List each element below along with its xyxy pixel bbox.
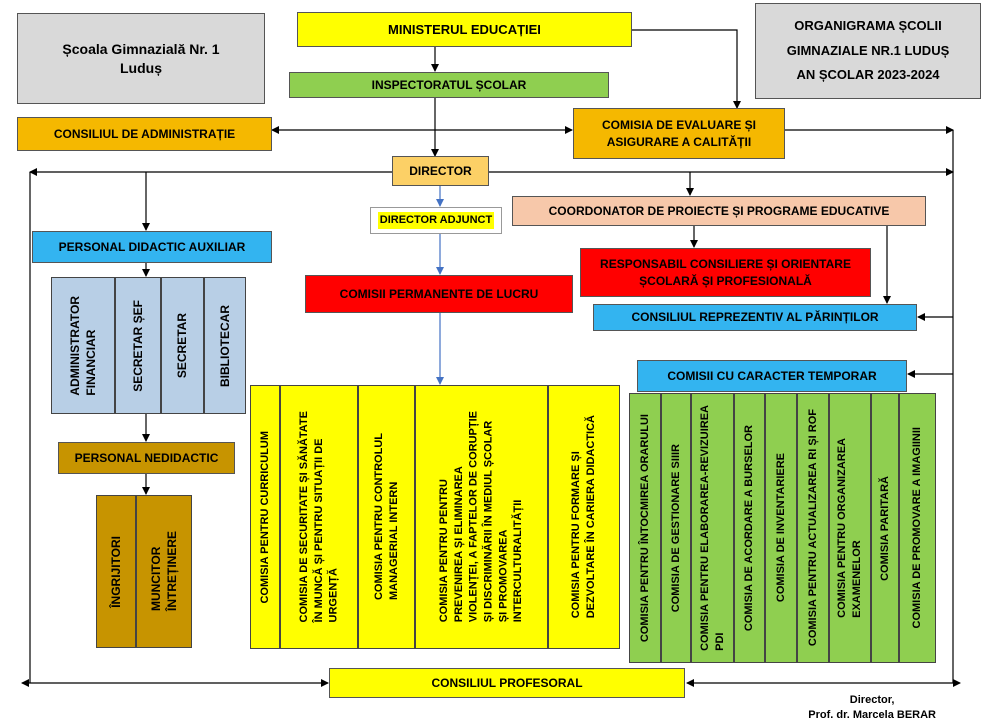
responsabil-line2: ȘCOLARĂ ȘI PROFESIONALĂ [639, 273, 812, 288]
auxiliar-column-label: SECRETAR [175, 312, 190, 379]
temporar-column-label: COMISIA PENTRU ORGANIZAREA EXAMENELOR [836, 438, 863, 618]
director-signature: Director, Prof. dr. Marcela BERAR [808, 693, 936, 724]
temporar-column: COMISIA DE PROMOVARE A IMAGIINII [899, 393, 936, 663]
permanente-column: COMISIA PENTRU CURRICULUM [250, 385, 280, 649]
auxiliar-column: SECRETAR [161, 277, 204, 414]
coordonator-proiecte-box: COORDONATOR DE PROIECTE ȘI PROGRAME EDUC… [512, 196, 926, 226]
nedidactic-column-label: ÎNGRIJITORI [108, 535, 123, 608]
nedidactic-column: ÎNGRIJITORI [96, 495, 136, 648]
chart-title-box: ORGANIGRAMA ȘCOLII GIMNAZIALE NR.1 LUDUȘ… [755, 3, 981, 99]
inspectoratul-label: INSPECTORATUL ȘCOLAR [371, 77, 527, 92]
temporar-columns: COMISIA PENTRU ÎNTOCMIREA ORARULUI COMIS… [629, 393, 936, 663]
permanente-column-label: COMISIA PENTRU PENTRU PREVENIREA ȘI ELIM… [437, 411, 525, 623]
temporar-column: COMISIA PENTRU ACTUALIZAREA RI ȘI ROF [797, 393, 829, 663]
school-name-box: Școala Gimnazială Nr. 1 Luduș [17, 13, 265, 104]
consiliul-administratie-label: CONSILIUL DE ADMINISTRAȚIE [53, 126, 236, 141]
comisii-permanente-label: COMISII PERMANENTE DE LUCRU [339, 286, 539, 301]
school-name-line1: Școala Gimnazială Nr. 1 [62, 40, 220, 57]
temporar-column-label: COMISIA PENTRU ELABORAREA-REVIZUIREA PDI [698, 405, 726, 651]
permanente-column: COMISIA PENTRU FORMARE ȘI DEZVOLTARE ÎN … [548, 385, 620, 649]
temporar-column-label: COMISIA PENTRU ÎNTOCMIREA ORARULUI [638, 413, 651, 643]
temporar-column-label: COMISIA DE GESTIONARE SIIIR [669, 443, 682, 613]
auxiliar-column-label: BIBLIOTECAR [217, 304, 232, 387]
title-line1: ORGANIGRAMA ȘCOLII [794, 17, 942, 33]
consiliul-parinti-box: CONSILIUL REPREZENTIV AL PĂRINȚILOR [593, 304, 917, 331]
temporar-column: COMISIA DE GESTIONARE SIIIR [661, 393, 691, 663]
temporar-column: COMISIA PENTRU ELABORAREA-REVIZUIREA PDI [691, 393, 734, 663]
comisia-evaluare-line1: COMISIA DE EVALUARE ȘI [601, 118, 756, 133]
temporar-column-label: COMISIA PENTRU ACTUALIZAREA RI ȘI ROF [806, 409, 819, 647]
permanente-column-label: COMISIA PENTRU CURRICULUM [258, 430, 271, 604]
director-label: DIRECTOR [409, 163, 472, 178]
temporar-column: COMISIA PARITARĂ [871, 393, 899, 663]
temporar-column: COMISIA DE ACORDARE A BURSELOR [734, 393, 765, 663]
permanente-column: COMISIA DE SECURITATE ȘI SĂNĂTATE ÎN MUN… [280, 385, 358, 649]
nedidactic-columns: ÎNGRIJITORI MUNCITOR ÎNTREȚINERE [96, 495, 192, 648]
inspectoratul-scolar-box: INSPECTORATUL ȘCOLAR [289, 72, 609, 98]
temporar-column: COMISIA PENTRU ORGANIZAREA EXAMENELOR [829, 393, 871, 663]
auxiliar-column: SECRETAR ȘEF [115, 277, 161, 414]
signature-line2: Prof. dr. Marcela BERAR [808, 709, 936, 722]
consiliul-profesoral-label: CONSILIUL PROFESORAL [431, 675, 583, 690]
consiliul-parinti-label: CONSILIUL REPREZENTIV AL PĂRINȚILOR [631, 310, 879, 325]
signature-line1: Director, [849, 694, 895, 706]
permanente-column-label: COMISIA DE SECURITATE ȘI SĂNĂTATE ÎN MUN… [297, 411, 340, 623]
personal-didactic-auxiliar-label: PERSONAL DIDACTIC AUXILIAR [58, 239, 246, 254]
coordonator-label: COORDONATOR DE PROIECTE ȘI PROGRAME EDUC… [548, 203, 890, 218]
director-box: DIRECTOR [392, 156, 489, 186]
auxiliar-column-label: SECRETAR ȘEF [130, 299, 145, 392]
temporar-column: COMISIA DE INVENTARIERE [765, 393, 797, 663]
permanente-column: COMISIA PENTRU PENTRU PREVENIREA ȘI ELIM… [415, 385, 548, 649]
auxiliar-columns: ADMINISTRATOR FINANCIAR SECRETAR ȘEF SEC… [51, 277, 246, 414]
ministerul-label: MINISTERUL EDUCAȚIEI [388, 21, 541, 37]
permanente-column-label: COMISIA PENTRU CONTROLUL MANAGERIAL INTE… [372, 433, 400, 601]
responsabil-consiliere-box: RESPONSABIL CONSILIERE ȘI ORIENTARE ȘCOL… [580, 248, 871, 297]
director-adjunct-label: DIRECTOR ADJUNCT [377, 212, 495, 229]
auxiliar-column: ADMINISTRATOR FINANCIAR [51, 277, 115, 414]
temporar-column-label: COMISIA DE ACORDARE A BURSELOR [743, 424, 756, 632]
nedidactic-column: MUNCITOR ÎNTREȚINERE [136, 495, 192, 648]
consiliul-profesoral-box: CONSILIUL PROFESORAL [329, 668, 685, 698]
director-adjunct-box: DIRECTOR ADJUNCT [370, 207, 502, 234]
responsabil-line1: RESPONSABIL CONSILIERE ȘI ORIENTARE [600, 257, 851, 272]
permanente-columns: COMISIA PENTRU CURRICULUM COMISIA DE SEC… [250, 385, 620, 649]
comisia-evaluare-box: COMISIA DE EVALUARE ȘI ASIGURARE A CALIT… [573, 108, 785, 159]
title-line2: GIMNAZIALE NR.1 LUDUȘ [786, 42, 950, 58]
comisii-permanente-box: COMISII PERMANENTE DE LUCRU [305, 275, 573, 313]
permanente-column-label: COMISIA PENTRU FORMARE ȘI DEZVOLTARE ÎN … [570, 415, 597, 619]
personal-nedidactic-box: PERSONAL NEDIDACTIC [58, 442, 235, 474]
personal-nedidactic-label: PERSONAL NEDIDACTIC [74, 450, 219, 465]
personal-didactic-auxiliar-box: PERSONAL DIDACTIC AUXILIAR [32, 231, 272, 263]
auxiliar-column: BIBLIOTECAR [204, 277, 246, 414]
temporar-column: COMISIA PENTRU ÎNTOCMIREA ORARULUI [629, 393, 661, 663]
auxiliar-column-label: ADMINISTRATOR FINANCIAR [67, 295, 98, 396]
comisii-temporar-box: COMISII CU CARACTER TEMPORAR [637, 360, 907, 392]
title-line3: AN ȘCOLAR 2023-2024 [796, 67, 940, 83]
temporar-column-label: COMISIA PARITARĂ [878, 475, 891, 581]
temporar-column-label: COMISIA DE INVENTARIERE [774, 453, 787, 603]
comisii-temporar-label: COMISII CU CARACTER TEMPORAR [667, 368, 877, 383]
nedidactic-column-label: MUNCITOR ÎNTREȚINERE [148, 531, 179, 612]
school-name-line2: Luduș [120, 59, 162, 76]
comisia-evaluare-line2: ASIGURARE A CALITĂȚII [606, 134, 752, 149]
temporar-column-label: COMISIA DE PROMOVARE A IMAGIINII [911, 427, 924, 629]
permanente-column: COMISIA PENTRU CONTROLUL MANAGERIAL INTE… [358, 385, 415, 649]
ministerul-educatiei-box: MINISTERUL EDUCAȚIEI [297, 12, 632, 47]
consiliul-administratie-box: CONSILIUL DE ADMINISTRAȚIE [17, 117, 272, 151]
